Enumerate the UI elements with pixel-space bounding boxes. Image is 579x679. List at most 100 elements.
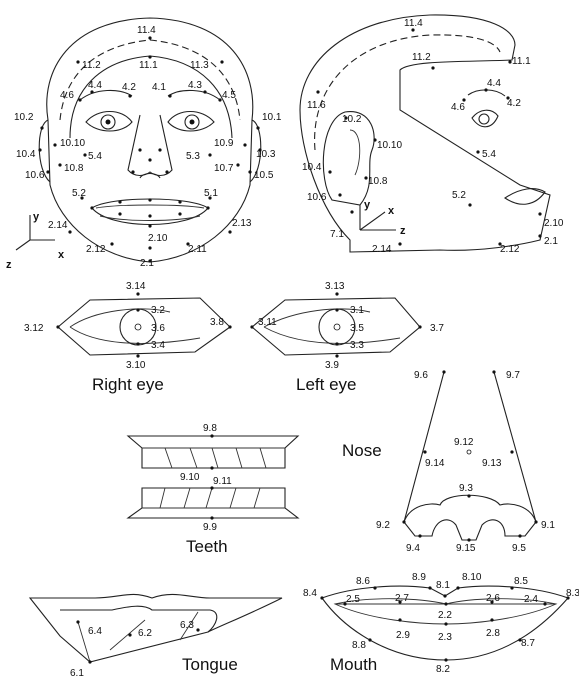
front-label: 11.1 — [139, 60, 158, 71]
mouth-label: 2.4 — [524, 594, 538, 605]
left-eye-pupil — [334, 324, 340, 330]
front-label: 2.13 — [232, 218, 252, 229]
front-label: 10.4 — [16, 149, 36, 160]
front-label: 5.3 — [186, 151, 200, 162]
mouth-label: 8.8 — [352, 640, 366, 651]
nose-label: 9.4 — [406, 543, 420, 554]
front-left-pupil — [190, 120, 195, 125]
front-label: 10.1 — [262, 112, 282, 123]
front-hairline — [60, 40, 240, 120]
front-label: 10.3 — [256, 149, 276, 160]
axis-x-label: x — [58, 249, 65, 261]
side-label: 2.10 — [544, 218, 564, 229]
front-label: 4.6 — [60, 90, 74, 101]
side-label: 10.4 — [302, 162, 322, 173]
nose-label: 9.6 — [414, 370, 428, 381]
nose-title: Nose — [342, 441, 382, 460]
front-label: 4.5 — [222, 90, 236, 101]
front-label: 4.2 — [122, 82, 136, 93]
right-eye-label: 3.2 — [151, 305, 165, 316]
mouth-label: 2.6 — [486, 593, 500, 604]
side-label: 5.4 — [482, 149, 496, 160]
right-eye-title: Right eye — [92, 375, 164, 394]
axis-y-label: y — [364, 199, 371, 211]
side-iris — [479, 114, 489, 124]
side-face: 11.4 11.2 11.1 11.6 4.4 4.6 4.2 10.2 10.… — [300, 15, 564, 255]
front-nose — [128, 115, 172, 176]
tongue-label: 6.2 — [138, 628, 152, 639]
mouth-label: 2.5 — [346, 594, 360, 605]
left-eye-label: 3.7 — [430, 323, 444, 334]
mouth-label: 8.9 — [412, 572, 426, 583]
side-label: 4.4 — [487, 78, 501, 89]
front-label: 5.1 — [204, 188, 218, 199]
nose-label: 9.13 — [482, 458, 502, 469]
lower-teeth-lines — [142, 488, 285, 508]
front-label: 5.4 — [88, 151, 102, 162]
tongue-diagram: 6.4 6.2 6.3 6.1 Tongue — [30, 594, 282, 679]
side-label: 7.1 — [330, 229, 344, 240]
nose-label: 9.12 — [454, 437, 474, 448]
tongue-outline — [30, 594, 282, 662]
mouth-label: 2.2 — [438, 610, 452, 621]
left-eye-label: 3.1 — [350, 305, 364, 316]
teeth-label: 9.11 — [213, 476, 232, 487]
side-label: 4.2 — [507, 98, 521, 109]
left-eye-label: 3.9 — [325, 360, 339, 371]
front-label: 2.1 — [140, 258, 154, 269]
right-eye-label: 3.12 — [24, 323, 44, 334]
teeth-diagram: 9.8 9.10 9.11 9.9 Teeth — [128, 423, 298, 556]
axis-z-label: z — [6, 259, 12, 271]
mouth-label: 2.8 — [486, 628, 500, 639]
nose-label: 9.15 — [456, 543, 476, 554]
front-label: 2.10 — [148, 233, 168, 244]
side-label: 10.10 — [377, 140, 402, 151]
front-label: 2.12 — [86, 244, 106, 255]
front-label: 4.1 — [152, 82, 166, 93]
right-eye-label: 3.4 — [151, 340, 165, 351]
right-eye-pupil — [135, 324, 141, 330]
mouth-label: 8.4 — [303, 588, 317, 599]
mouth-label: 8.6 — [356, 576, 370, 587]
front-label: 10.2 — [14, 112, 34, 123]
nose-label: 9.3 — [459, 483, 473, 494]
front-label: 11.3 — [190, 60, 209, 71]
mouth-label: 8.1 — [436, 580, 450, 591]
right-eye-label: 3.14 — [126, 281, 146, 292]
front-label: 10.8 — [64, 163, 84, 174]
mouth-label: 8.3 — [566, 588, 579, 599]
mouth-label: 8.5 — [514, 576, 528, 587]
side-label: 10.8 — [368, 176, 388, 187]
side-label: 10.6 — [307, 192, 327, 203]
front-face: 11.4 11.2 11.1 11.3 4.4 4.2 4.1 4.3 4.6 … — [6, 18, 282, 271]
front-label: 11.4 — [137, 25, 156, 36]
mouth-label: 2.9 — [396, 630, 410, 641]
mouth-label: 8.2 — [436, 664, 450, 675]
mouth-label: 8.10 — [462, 572, 482, 583]
side-label: 11.2 — [412, 52, 431, 63]
mouth-title: Mouth — [330, 655, 377, 674]
left-eye-label: 3.13 — [325, 281, 345, 292]
right-eyelid-lower — [70, 327, 200, 343]
nose-label: 9.1 — [541, 520, 555, 531]
tongue-label: 6.4 — [88, 626, 102, 637]
side-label: 2.1 — [544, 236, 558, 247]
side-label: 2.14 — [372, 244, 392, 255]
right-eye-diagram: 3.14 3.2 3.12 3.6 3.8 3.4 3.10 Right eye — [24, 281, 232, 394]
axis-y-label: y — [33, 211, 40, 223]
teeth-label: 9.8 — [203, 423, 217, 434]
front-label: 5.2 — [72, 188, 86, 199]
nose-base — [404, 495, 536, 540]
front-label: 10.10 — [60, 138, 85, 149]
front-label: 10.6 — [25, 170, 45, 181]
right-eye-outline — [58, 298, 230, 355]
side-label: 2.12 — [500, 244, 520, 255]
right-eye-label: 3.8 — [210, 317, 224, 328]
side-label: 4.6 — [451, 102, 465, 113]
front-mouth-line — [96, 205, 204, 208]
front-label: 10.9 — [214, 138, 234, 149]
mouth-label: 8.7 — [521, 638, 535, 649]
side-label: 5.2 — [452, 190, 466, 201]
side-label: 11.4 — [404, 18, 423, 29]
